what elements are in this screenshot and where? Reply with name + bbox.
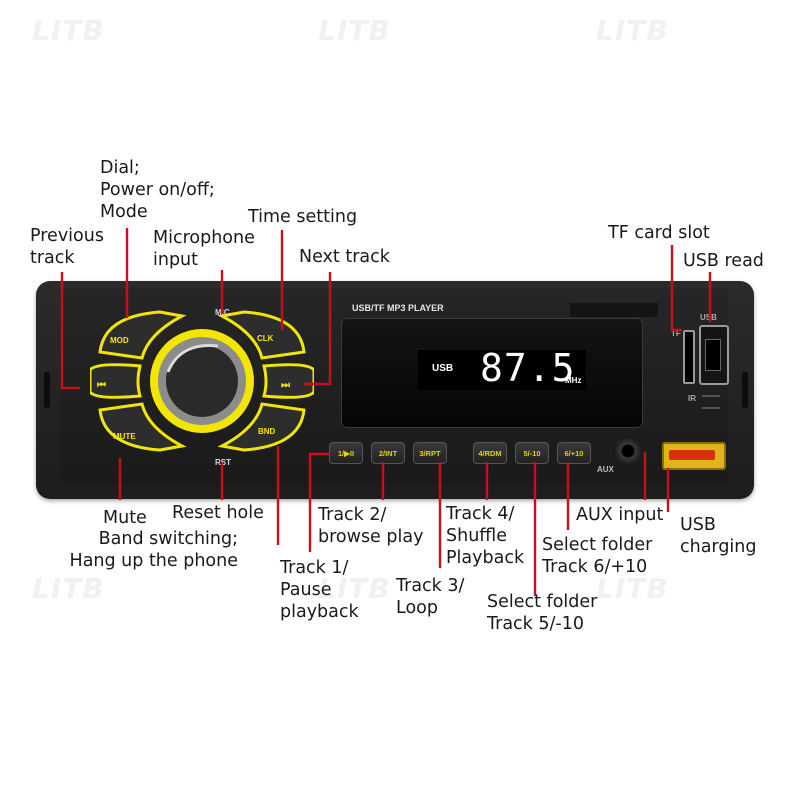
callout-track5: Select folder Track 5/-10 <box>487 591 597 635</box>
callout-track4: Track 4/ Shuffle Playback <box>446 503 524 569</box>
callout-track6-line: Track 6/+10 <box>542 557 648 577</box>
callout-dial-line: Dial; <box>100 158 140 178</box>
watermark-logo: LITB <box>32 14 105 47</box>
callout-band-line: Hang up the phone <box>69 551 238 571</box>
aux-label: AUX <box>597 465 614 474</box>
lcd-unit: MHz <box>565 376 582 385</box>
top-vent <box>570 303 658 317</box>
callout-track1-line: playback <box>280 602 359 622</box>
callout-track2-line: browse play <box>318 527 424 547</box>
usb-charging-port-inner <box>669 450 715 460</box>
tf-label: TF <box>671 329 681 338</box>
callout-track1-line: Pause <box>280 580 332 600</box>
callout-track1-line: Track 1/ <box>280 558 349 578</box>
callout-track2: Track 2/ browse play <box>318 504 423 548</box>
volume-knob[interactable] <box>166 345 238 417</box>
side-notch-right <box>742 372 748 408</box>
callout-line-track1 <box>308 452 330 552</box>
callout-reset: Reset hole <box>172 503 264 523</box>
callout-time-setting: Time setting <box>248 207 358 227</box>
callout-band-line: Band switching; <box>98 529 238 549</box>
callout-track4-line: Shuffle <box>446 526 507 546</box>
ir-label: IR <box>688 394 696 403</box>
mod-label: MOD <box>110 336 129 345</box>
callout-previous-track: Previous track <box>30 225 104 269</box>
clk-button[interactable] <box>217 310 306 360</box>
callout-track6-line: Select folder <box>542 535 653 555</box>
callout-mic-line: input <box>153 250 199 270</box>
watermark-logo: LITB <box>32 572 105 605</box>
callout-tf-card: TF card slot <box>608 223 710 243</box>
bnd-label: BND <box>258 427 276 436</box>
next-button[interactable] <box>262 363 314 399</box>
preset-button-3[interactable]: 3/RPT <box>413 442 447 464</box>
callout-usb-charging: USB charging <box>680 514 757 558</box>
watermark-logo: LITB <box>318 14 391 47</box>
callout-aux: AUX input <box>576 505 664 525</box>
callout-track3: Track 3/ Loop <box>396 575 464 619</box>
preset-button-4[interactable]: 4/RDM <box>473 442 507 464</box>
callout-dial: Dial; Power on/off; Mode <box>100 157 215 223</box>
callout-track4-line: Track 4/ <box>446 504 515 524</box>
lcd-source: USB <box>432 363 454 374</box>
prev-icon: ⏮ <box>97 380 106 391</box>
callout-usb-charging-line: charging <box>680 537 757 557</box>
callout-track4-line: Playback <box>446 548 525 568</box>
preset-button-2[interactable]: 2/INT <box>371 442 405 464</box>
callout-dial-line: Mode <box>100 202 148 222</box>
bnd-button[interactable] <box>217 402 306 452</box>
usb-read-label: USB <box>700 313 717 322</box>
watermark-logo: LITB <box>596 572 669 605</box>
callout-track2-line: Track 2/ <box>318 505 387 525</box>
watermark-logo: LITB <box>318 572 391 605</box>
lcd-frequency: 87.5 <box>480 346 576 390</box>
callout-dial-line: Power on/off; <box>100 180 215 200</box>
callout-mute: Mute <box>103 508 147 528</box>
callout-track5-line: Select folder <box>487 592 598 612</box>
mute-button[interactable] <box>98 402 187 452</box>
tf-card-slot[interactable] <box>683 330 695 384</box>
lcd-panel <box>418 350 586 390</box>
clk-label: CLK <box>257 334 274 343</box>
knob-highlight <box>166 344 219 373</box>
callout-track3-line: Loop <box>396 598 438 618</box>
callout-next-track: Next track <box>299 247 390 267</box>
preset-button-6[interactable]: 6/+10 <box>557 442 591 464</box>
callout-band: Band switching; Hang up the phone <box>52 528 238 572</box>
callout-usb-read: USB read <box>683 251 764 271</box>
usb-read-port-inner <box>705 339 721 371</box>
callout-track5-line: Track 5/-10 <box>487 614 584 634</box>
watermark-logo: LITB <box>596 14 669 47</box>
callout-previous-line: Previous <box>30 226 104 246</box>
prev-button[interactable] <box>90 363 142 399</box>
mute-label: MUTE <box>113 432 136 441</box>
callout-track3-line: Track 3/ <box>396 576 465 596</box>
callout-microphone: Microphone input <box>153 227 255 271</box>
ir-sensor <box>702 395 720 409</box>
preset-button-5[interactable]: 5/-10 <box>515 442 549 464</box>
mod-button[interactable] <box>98 310 187 360</box>
callout-track6: Select folder Track 6/+10 <box>542 534 652 578</box>
callout-previous-line: track <box>30 248 75 268</box>
callout-line-previous <box>60 272 80 390</box>
side-notch-left <box>44 372 50 408</box>
callout-line-tf <box>670 245 682 332</box>
next-icon: ⏭ <box>281 380 290 391</box>
device-title: USB/TF MP3 PLAYER <box>352 303 444 313</box>
callout-mic-line: Microphone <box>153 228 255 248</box>
callout-track1: Track 1/ Pause playback <box>280 557 359 623</box>
control-cluster <box>90 310 314 452</box>
callout-line-next <box>304 272 332 386</box>
aux-jack[interactable] <box>614 437 642 465</box>
callout-usb-charging-line: USB <box>680 515 716 535</box>
